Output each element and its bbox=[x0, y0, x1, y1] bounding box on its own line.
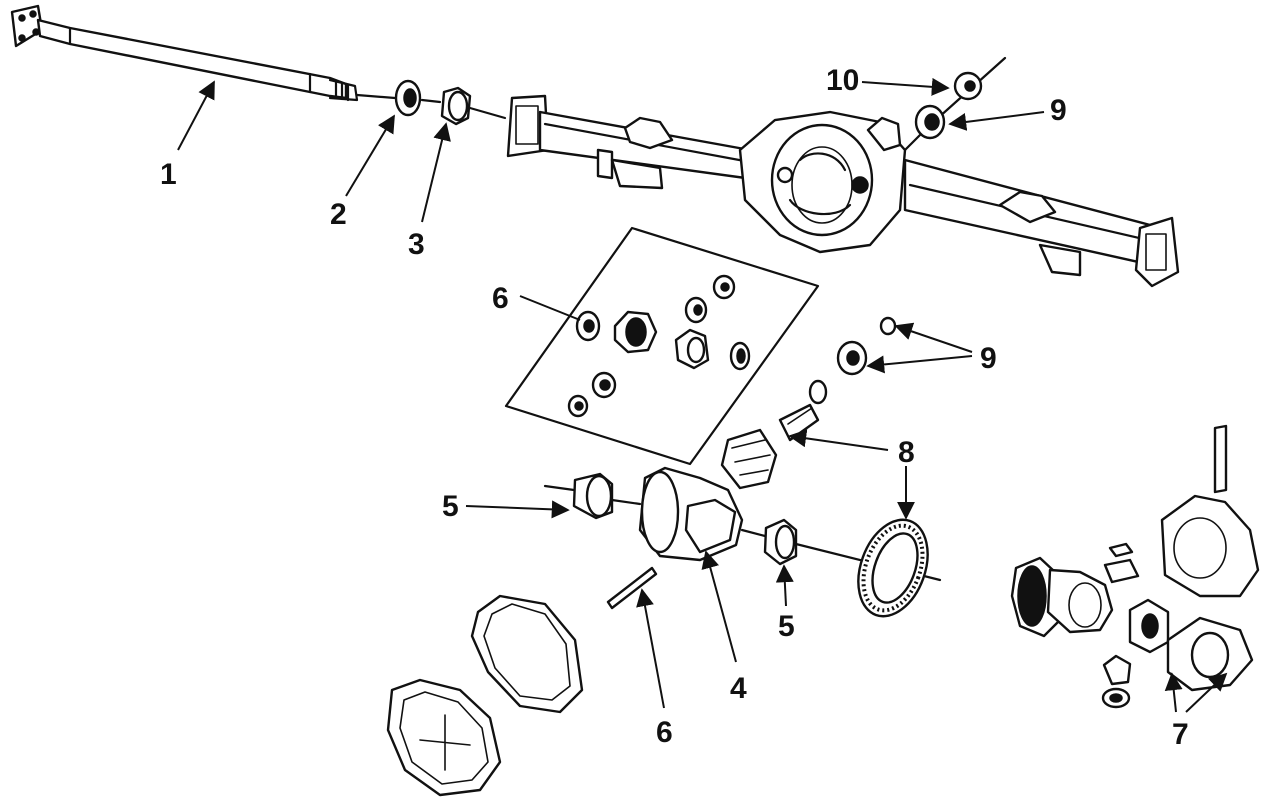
axle-bearing-part bbox=[440, 86, 507, 126]
callout-8: 8 bbox=[898, 436, 915, 469]
pinion-seal-part-top bbox=[914, 104, 946, 140]
cross-shaft-pin-part bbox=[606, 566, 658, 610]
callout-2: 2 bbox=[330, 198, 347, 231]
axle-seal-part bbox=[355, 79, 442, 117]
pinion-nut-part-top bbox=[953, 71, 983, 101]
callout-4: 4 bbox=[730, 672, 747, 705]
callout-10: 10 bbox=[826, 64, 859, 97]
callout-7: 7 bbox=[1172, 718, 1189, 751]
callout-1: 1 bbox=[160, 158, 177, 191]
differential-case-part bbox=[543, 466, 942, 582]
callout-5b: 5 bbox=[778, 610, 795, 643]
ring-gear-part bbox=[857, 518, 929, 618]
differential-gear-kit-box bbox=[504, 226, 820, 466]
axle-housing-part bbox=[506, 56, 1180, 288]
pinion-gear-part bbox=[720, 316, 897, 490]
leader-lines bbox=[177, 77, 1228, 713]
callout-labels: 1 2 3 4 5 5 6 6 7 8 9 9 10 bbox=[160, 64, 1189, 751]
limited-slip-components-part bbox=[1010, 424, 1260, 709]
callout-9a: 9 bbox=[1050, 94, 1067, 127]
callout-6b: 6 bbox=[656, 716, 673, 749]
callout-6a: 6 bbox=[492, 282, 509, 315]
cover-gasket-part bbox=[470, 594, 584, 714]
differential-cover-part bbox=[386, 678, 502, 797]
callout-9b: 9 bbox=[980, 342, 997, 375]
axle-shaft-part bbox=[10, 4, 359, 102]
callout-5a: 5 bbox=[442, 490, 459, 523]
callout-3: 3 bbox=[408, 228, 425, 261]
